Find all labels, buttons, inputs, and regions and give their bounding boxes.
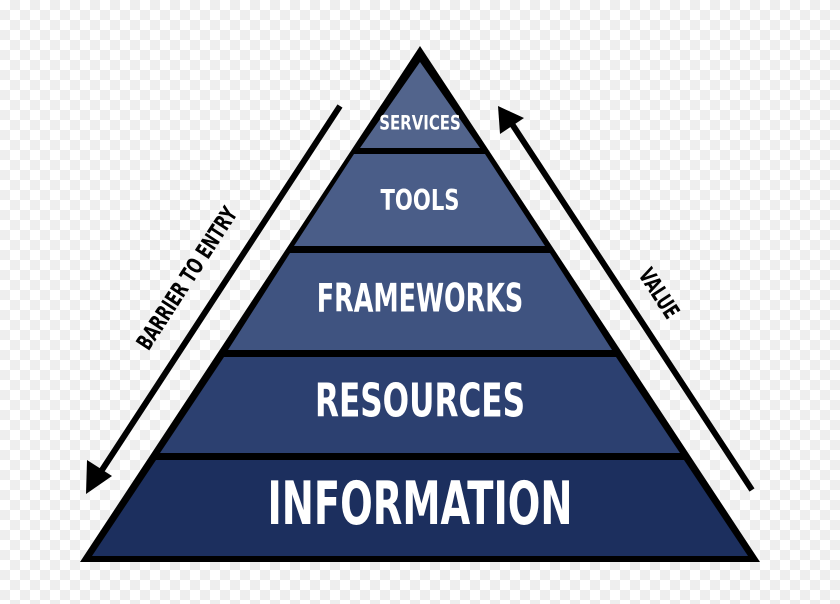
- tier-resources: [160, 357, 680, 453]
- value-arrow-head-icon: [498, 106, 524, 134]
- tier-information: [92, 460, 748, 556]
- barrier-arrow-head-icon: [86, 460, 112, 494]
- tier-label-resources: RESOURCES: [315, 374, 525, 428]
- tier-tools: [294, 154, 545, 246]
- tier-label-frameworks: FRAMEWORKS: [317, 276, 523, 321]
- tier-frameworks: [228, 253, 612, 350]
- value-arrow: [498, 106, 755, 492]
- value-label: VALUE: [633, 263, 685, 324]
- tier-services: [360, 62, 480, 148]
- barrier-arrow: [86, 104, 343, 494]
- tier-label-tools: TOOLS: [381, 184, 460, 217]
- tier-label-information: INFORMATION: [267, 468, 572, 538]
- tier-label-services: SERVICES: [379, 113, 461, 135]
- value-arrow-shaft: [509, 122, 755, 492]
- barrier-arrow-shaft: [99, 104, 343, 472]
